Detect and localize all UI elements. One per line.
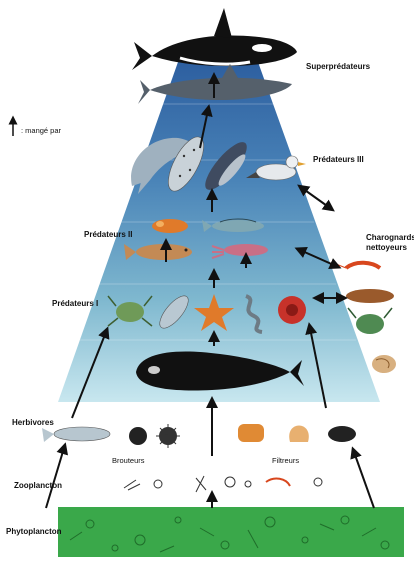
green-crab-icon: [348, 308, 392, 334]
label-nettoyeurs: nettoyeurs: [366, 243, 407, 252]
mullet-fish-icon: [42, 427, 110, 442]
whelk-icon: [372, 355, 396, 373]
zooplankton-icons: [124, 476, 322, 492]
label-superpredateurs: Superprédateurs: [306, 62, 371, 71]
orca-icon: [132, 8, 297, 70]
legend-text: : mangé par: [21, 126, 62, 135]
mussel-icon: [328, 426, 356, 442]
sea-cucumber-icon: [346, 289, 394, 303]
shrimp-icon: [336, 263, 380, 268]
label-predateurs-ii: Prédateurs II: [84, 230, 132, 239]
sea-urchin-icon: [156, 424, 180, 448]
sponge-icon: [238, 424, 264, 442]
label-phytoplancton: Phytoplancton: [6, 527, 62, 536]
sea-anemone-icon: [278, 296, 306, 324]
label-brouteurs: Brouteurs: [112, 456, 145, 465]
orange-slug-icon: [152, 219, 188, 233]
label-predateurs-i: Prédateurs I: [52, 299, 98, 308]
label-filtreurs: Filtreurs: [272, 456, 299, 465]
label-herbivores: Herbivores: [12, 418, 54, 427]
snail-icon: [129, 427, 147, 445]
scallop-icon: [289, 426, 309, 443]
label-zooplancton: Zooplancton: [14, 481, 62, 490]
phytoplankton-band: [58, 507, 404, 557]
label-charognards: Charognards: [366, 233, 414, 242]
label-predateurs-iii: Prédateurs III: [313, 155, 364, 164]
